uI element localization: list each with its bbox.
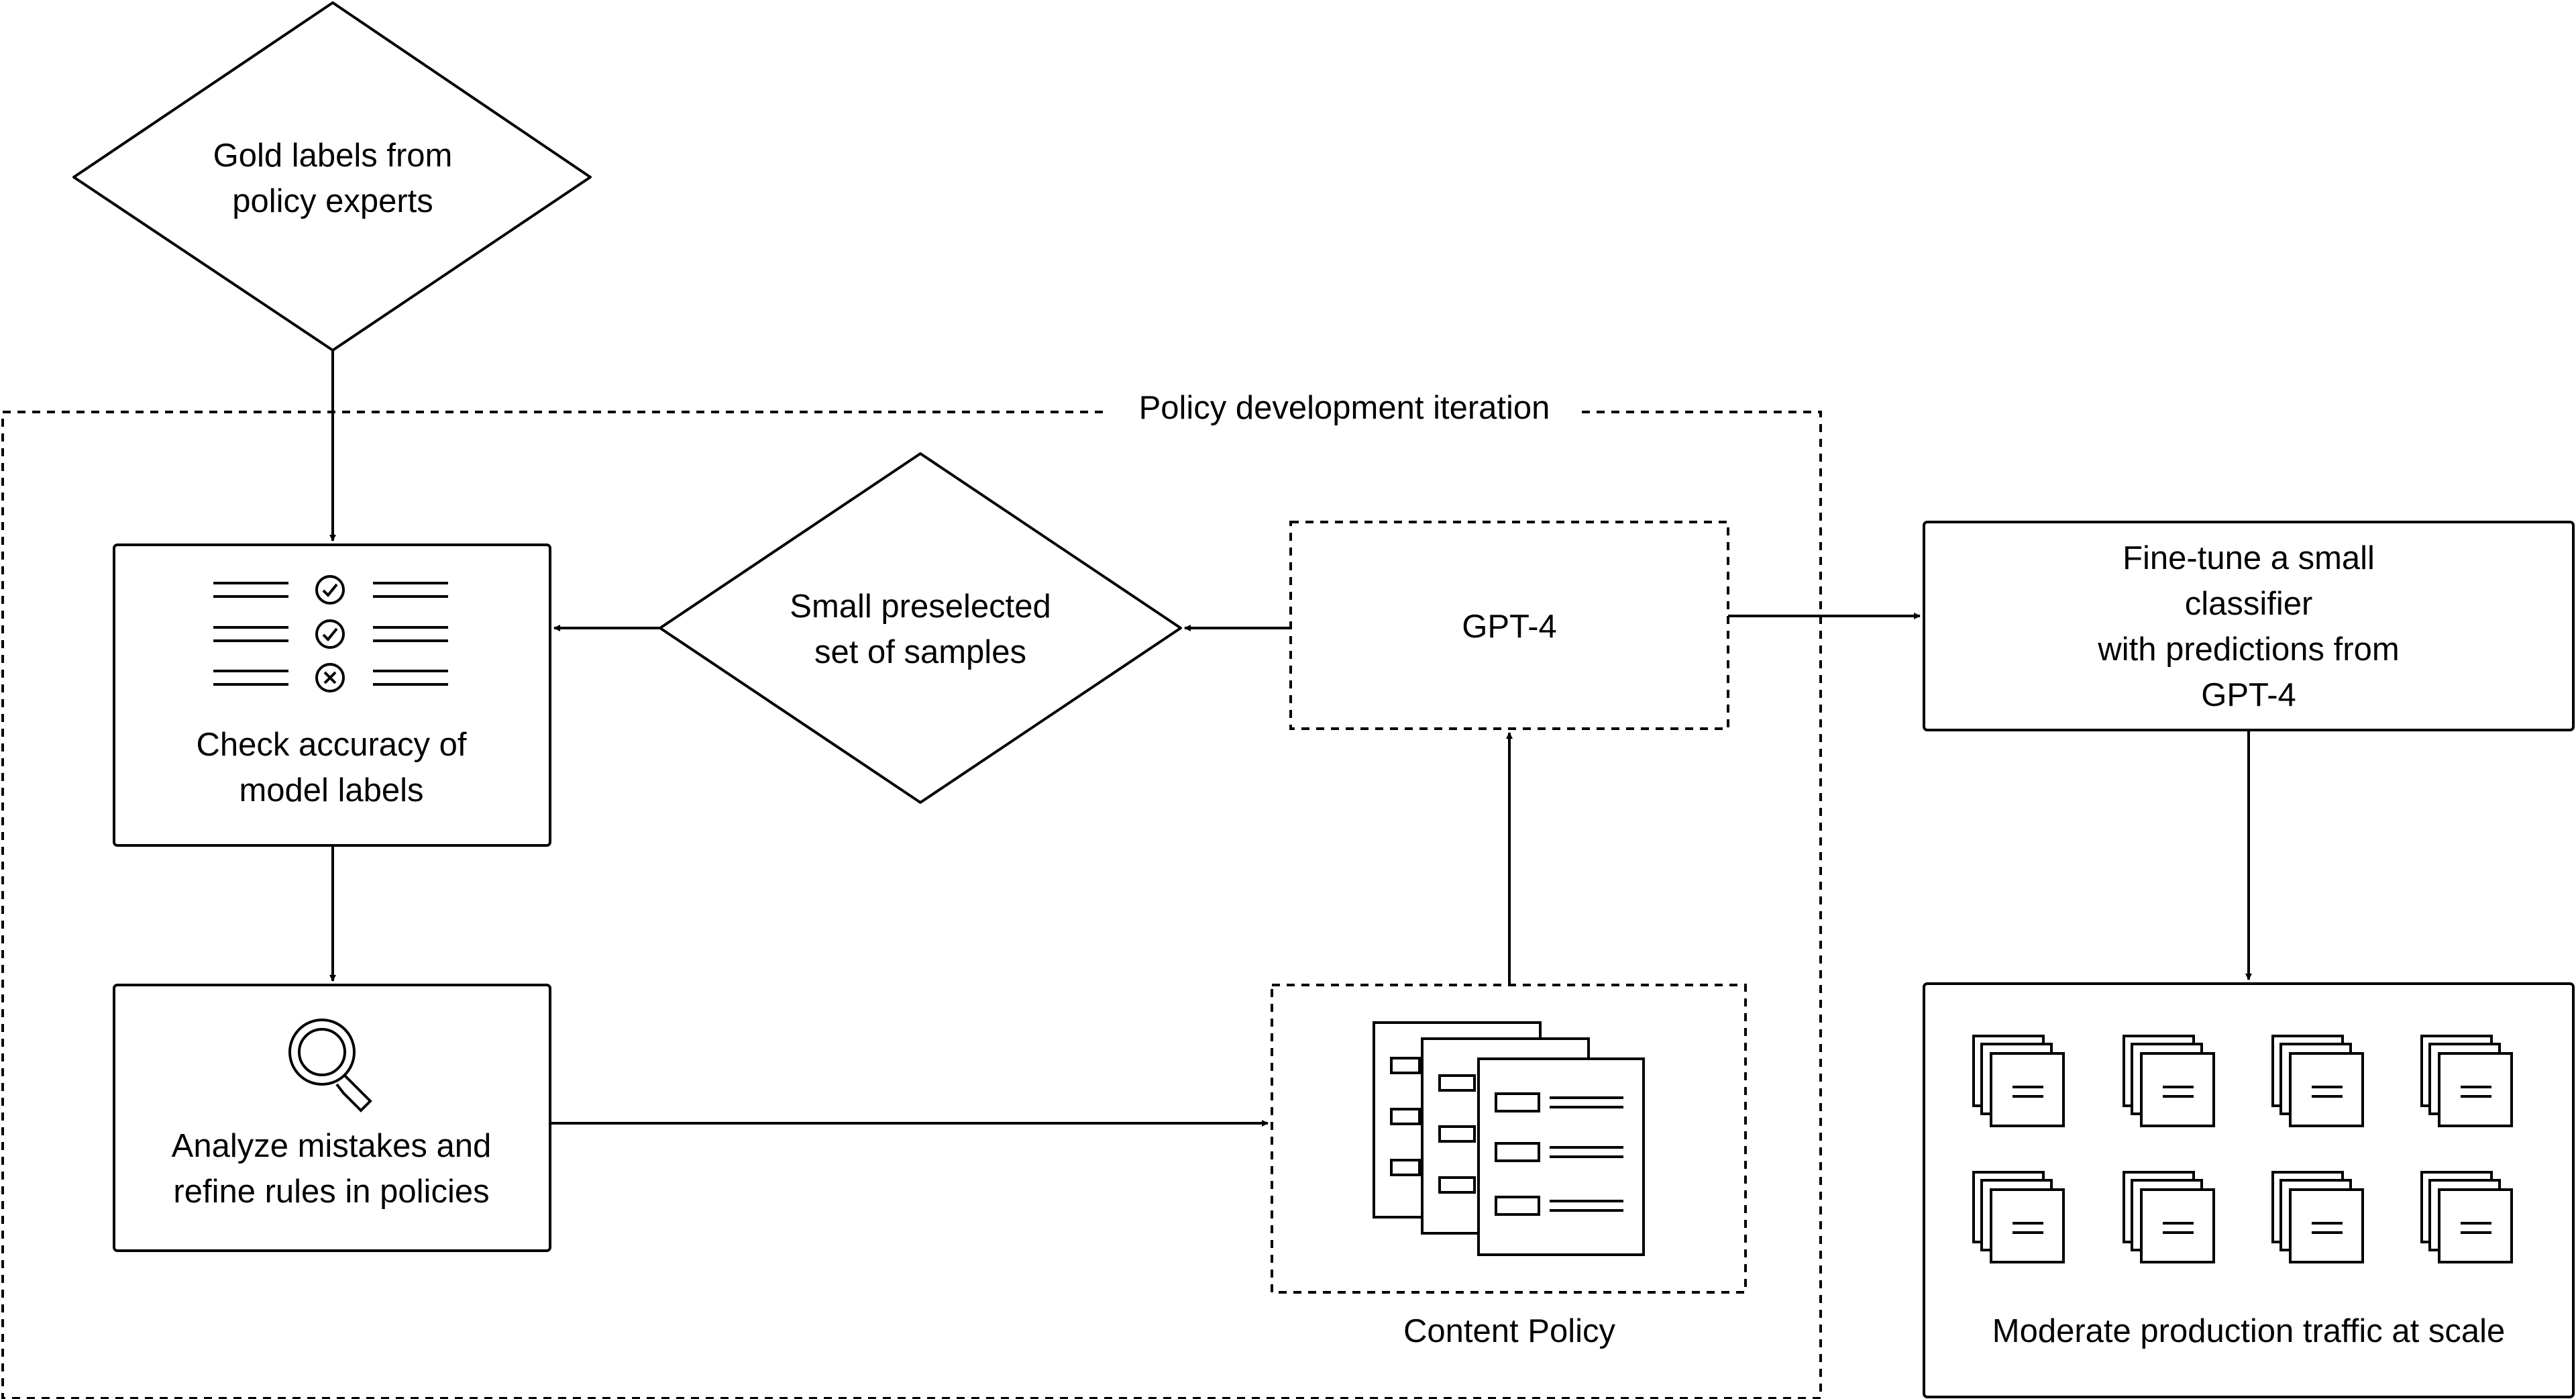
document-stack-icon [2420, 1035, 2513, 1127]
check-accuracy-label: Check accuracy of model labels [196, 727, 467, 809]
moderate-traffic-label: Moderate production traffic at scale [1992, 1313, 2506, 1349]
small-samples-label: Small preselected set of samples [790, 588, 1051, 670]
gpt4-label: GPT-4 [1462, 609, 1557, 645]
document-stack-icon [2420, 1171, 2513, 1263]
fine-tune-label: Fine-tune a small classifier with predic… [2098, 540, 2400, 713]
gpt4-box [1289, 521, 1729, 730]
document-stack-icon [2271, 1035, 2364, 1127]
frame-title: Policy development iteration [1109, 388, 1580, 428]
document-stack-icon [2123, 1035, 2215, 1127]
gold-labels-label: Gold labels from policy experts [213, 138, 453, 219]
document-stack-icon [2271, 1171, 2364, 1263]
policy-documents-icon [1373, 1021, 1645, 1256]
checklist-icon [213, 575, 448, 692]
analyze-mistakes-box [113, 984, 551, 1252]
document-stack-icon [1972, 1035, 2065, 1127]
document-stack-icon [2123, 1171, 2215, 1263]
content-policy-label: Content Policy [1403, 1313, 1615, 1349]
magnifier-icon [288, 1019, 372, 1112]
analyze-mistakes-label: Analyze mistakes and refine rules in pol… [171, 1128, 492, 1210]
small-samples-diamond [659, 452, 1182, 804]
document-stack-icon [1972, 1171, 2065, 1263]
moderate-traffic-box [1923, 982, 2575, 1398]
